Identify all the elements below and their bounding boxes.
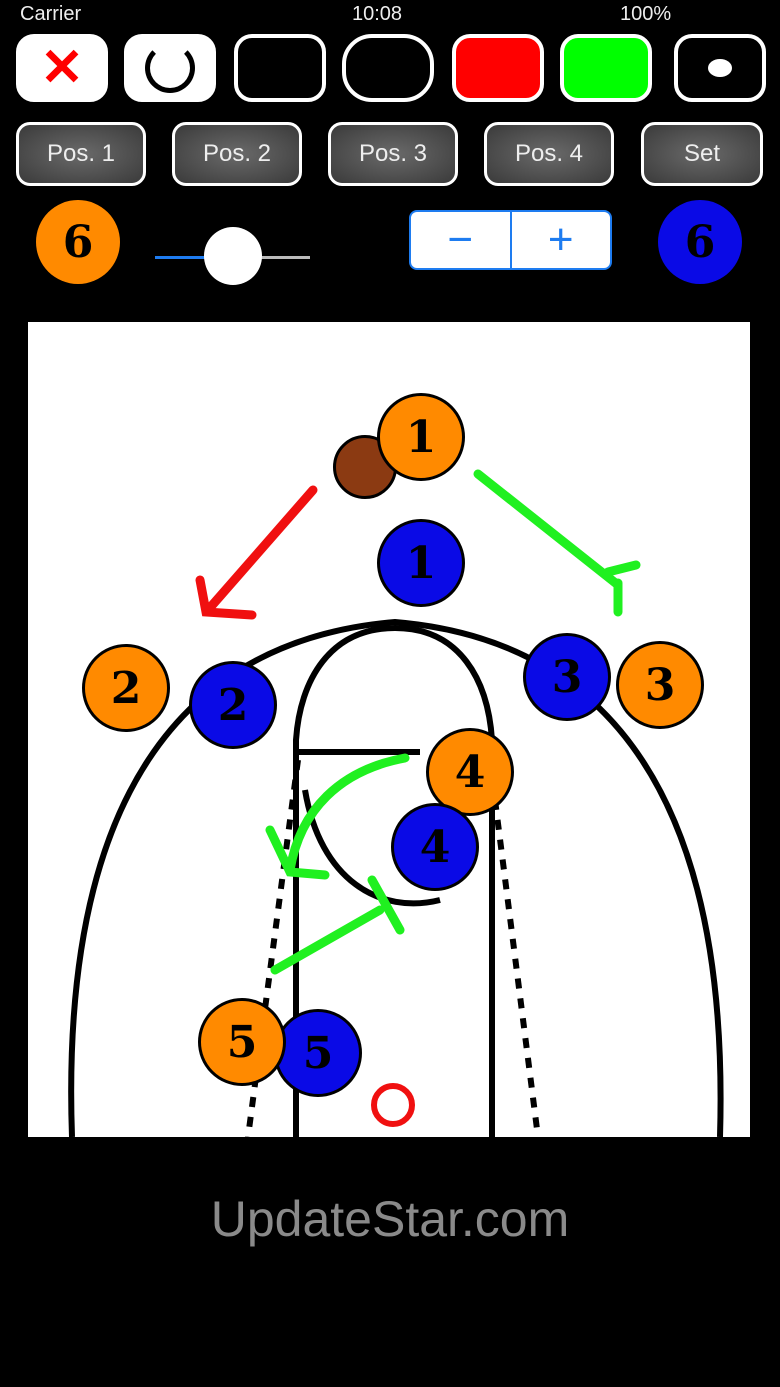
blue-player-2[interactable]: 2	[189, 661, 277, 749]
size-slider[interactable]	[155, 227, 310, 285]
green-screen-line-2	[270, 875, 405, 975]
pos-3-button[interactable]: Pos. 3	[328, 122, 458, 186]
camera-icon	[708, 59, 732, 77]
pos-2-button[interactable]: Pos. 2	[172, 122, 302, 186]
camera-button[interactable]	[674, 34, 766, 102]
clear-button[interactable]: ✕	[16, 34, 108, 102]
rounded-shape-tool-button[interactable]	[342, 34, 434, 102]
battery-label: 100%	[620, 3, 672, 25]
blue-player-5[interactable]: 5	[274, 1009, 362, 1097]
slider-thumb[interactable]	[203, 227, 262, 285]
green-screen-line	[473, 469, 641, 617]
pos-1-button[interactable]: Pos. 1	[16, 122, 146, 186]
lane-top	[293, 624, 495, 1137]
add-blue-player-chip[interactable]: 6	[658, 200, 742, 284]
orange-player-3[interactable]: 3	[616, 641, 704, 729]
orange-player-4[interactable]: 4	[426, 728, 514, 816]
hoop	[371, 1083, 415, 1127]
stepper[interactable]: − +	[409, 210, 612, 270]
orange-player-1[interactable]: 1	[377, 393, 465, 481]
close-icon: ✕	[40, 39, 84, 97]
orange-player-5[interactable]: 5	[198, 998, 286, 1086]
undo-icon	[145, 43, 195, 93]
lane-dashed-right	[492, 799, 541, 1138]
orange-player-2[interactable]: 2	[82, 644, 170, 732]
red-pen-button[interactable]	[452, 34, 544, 102]
green-pen-button[interactable]	[560, 34, 652, 102]
lane-dashed-left	[245, 759, 301, 1138]
green-cut-arrow	[265, 753, 410, 880]
pos-4-button[interactable]: Pos. 4	[484, 122, 614, 186]
slider-fill	[155, 256, 233, 259]
blue-player-1[interactable]: 1	[377, 519, 465, 607]
add-orange-player-chip[interactable]: 6	[36, 200, 120, 284]
three-point-arc	[68, 618, 724, 1138]
blue-player-3[interactable]: 3	[523, 633, 611, 721]
red-pass-arrow	[195, 485, 318, 620]
blue-player-4[interactable]: 4	[391, 803, 479, 891]
carrier-label: Carrier	[20, 3, 82, 25]
rectangle-tool-button[interactable]	[234, 34, 326, 102]
clock: 10:08	[352, 3, 403, 25]
set-button[interactable]: Set	[641, 122, 763, 186]
undo-button[interactable]	[124, 34, 216, 102]
watermark: UpdateStar.com	[210, 1191, 570, 1247]
minus-button[interactable]: −	[411, 212, 512, 268]
plus-button[interactable]: +	[547, 215, 574, 264]
